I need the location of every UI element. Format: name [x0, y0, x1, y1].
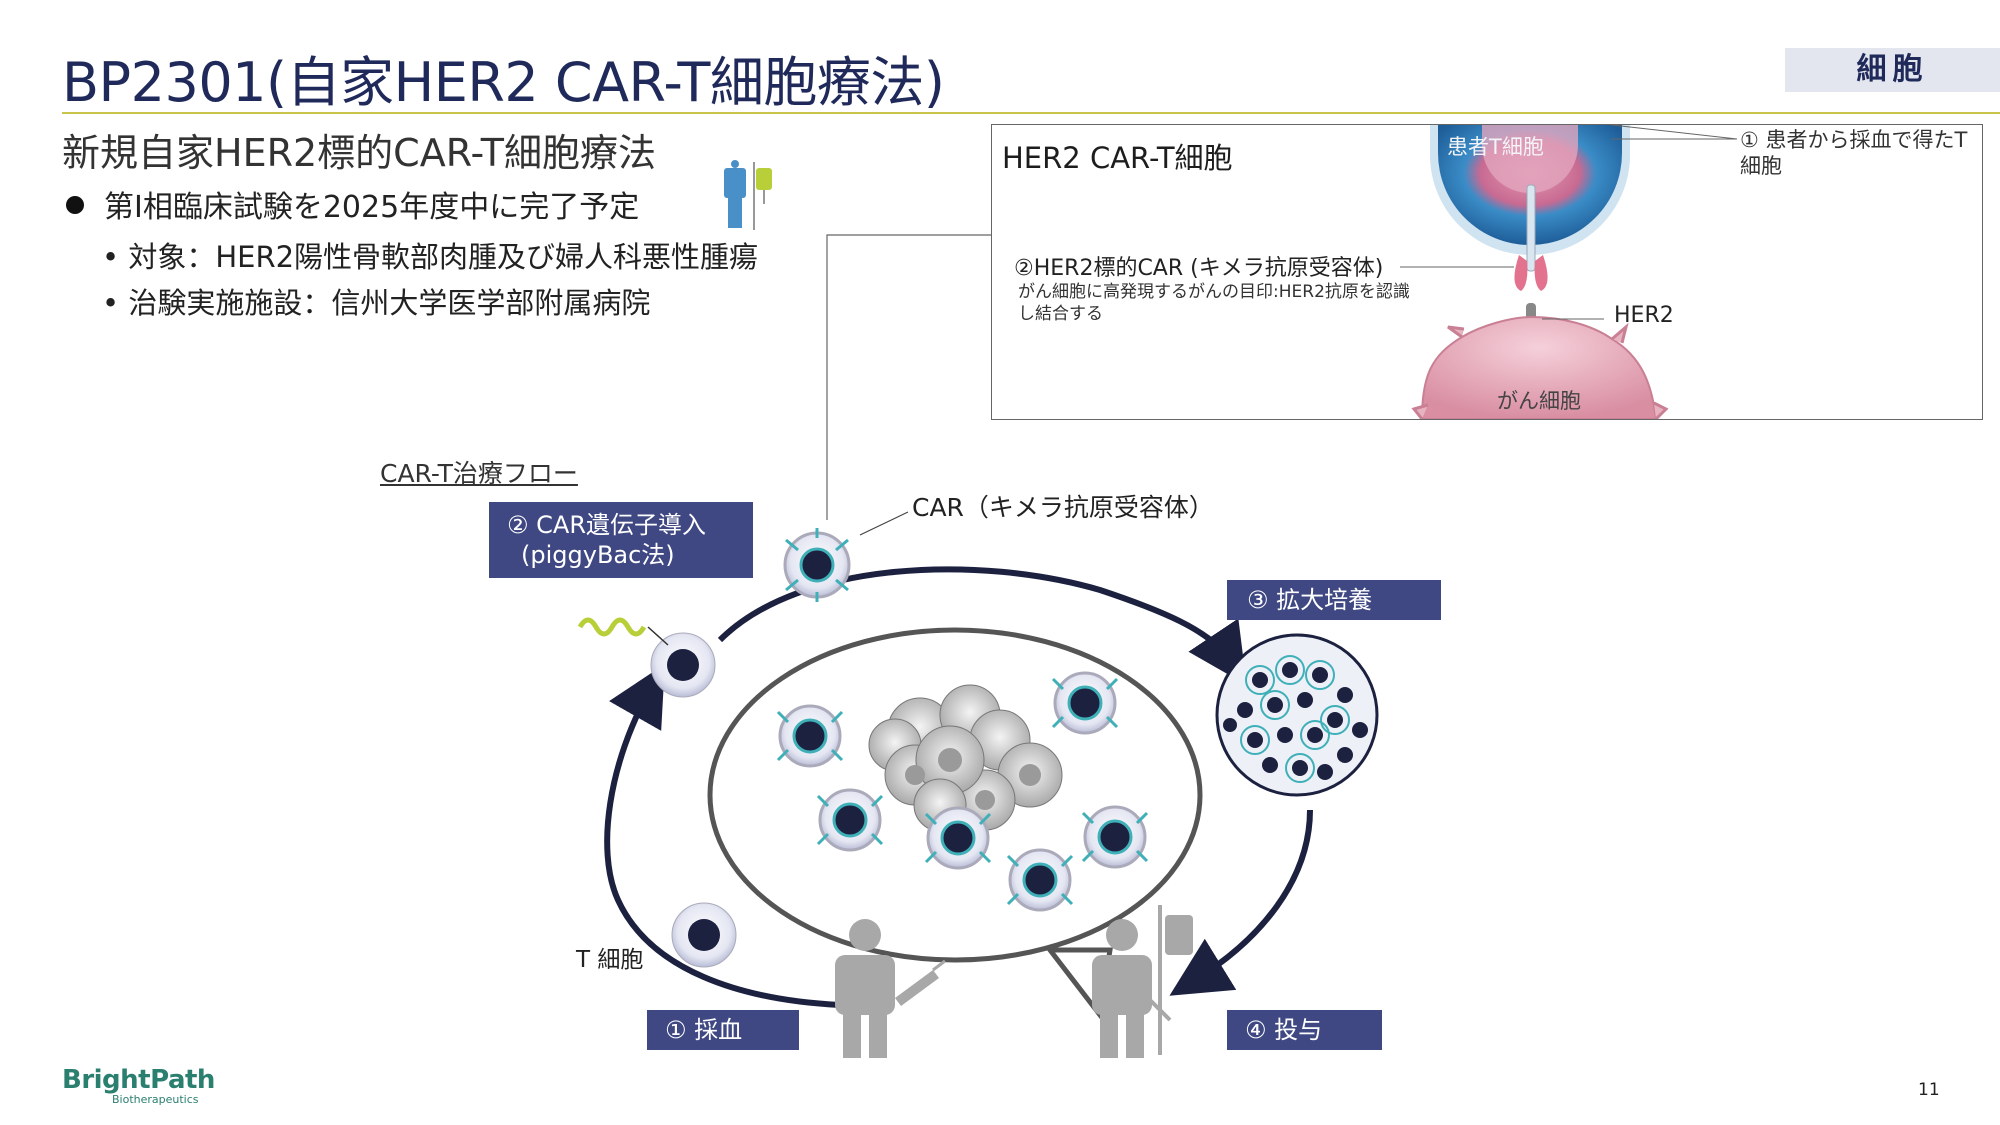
- page-number: 11: [1918, 1080, 1940, 1100]
- sub-bullet-target: • 対象：HER2陽性骨軟部肉腫及び婦人科悪性腫瘍: [102, 240, 759, 274]
- collection-note: ① 患者から採血で得たT細胞: [1740, 128, 1968, 178]
- expanded-culture-icon: [1215, 633, 1379, 797]
- gene-leader: [647, 626, 669, 646]
- car-label-leader: [859, 511, 909, 536]
- main-bullet-text: 第Ⅰ相臨床試験を2025年度中に完了予定: [104, 190, 640, 225]
- logo-name: BrightPath: [62, 1065, 215, 1095]
- t-cell-collected: [671, 902, 737, 968]
- sub-bullet-site: • 治験実施施設：信州大学医学部附属病院: [102, 286, 651, 320]
- her2-label: HER2: [1614, 303, 1674, 328]
- inset-title: HER2 CAR-T細胞: [1002, 141, 1233, 175]
- her2-car-description: がん細胞に高発現するがんの目印:HER2抗原を認識し結合する: [1018, 282, 1410, 324]
- t-cell-label: T 細胞: [576, 947, 644, 973]
- iv-drip-patient-icon: [724, 160, 772, 230]
- title-divider: [62, 112, 2000, 114]
- patient-infusion-icon: [1092, 905, 1193, 1058]
- t-cell-transduction: [650, 632, 716, 698]
- patient-tcell-label: 患者T細胞: [1447, 135, 1544, 159]
- flow-arrow-collect: [604, 663, 841, 1008]
- step-expansion: ③ 拡大培養: [1227, 580, 1441, 620]
- patient-blood-draw-icon: [835, 919, 946, 1058]
- logo-subtitle: Biotherapeutics: [112, 1093, 199, 1106]
- her2-car-heading: ②HER2標的CAR (キメラ抗原受容体): [1014, 256, 1384, 281]
- her2-cart-illustration: [1400, 125, 1738, 419]
- her2-cart-inset-panel: HER2 CAR-T細胞 患者T細胞 ① 患者から採血で得たT細胞 ②HER2標…: [991, 124, 1983, 420]
- category-tag: 細胞: [1785, 48, 2000, 92]
- subtitle: 新規自家HER2標的CAR-T細胞療法: [62, 131, 656, 175]
- flow-title: CAR-T治療フロー: [380, 459, 578, 488]
- step-blood-collection: ① 採血: [647, 1010, 799, 1050]
- step-gene-transfer-method: (piggyBac法): [521, 541, 675, 569]
- step-gene-transfer: ② CAR遺伝子導入 (piggyBac法): [489, 502, 753, 578]
- flow-arrow-infuse: [1169, 809, 1313, 996]
- page-title: BP2301(自家HER2 CAR-T細胞療法): [62, 51, 945, 114]
- flow-arrow-expand: [717, 566, 1247, 685]
- brightpath-logo: BrightPath Biotherapeutics: [62, 1065, 215, 1106]
- car-t-cell-top: [783, 528, 851, 602]
- car-label: CAR（キメラ抗原受容体）: [912, 493, 1214, 522]
- tumor-cluster: [868, 684, 1063, 832]
- car-t-cells-in-body: [776, 671, 1149, 912]
- inset-connector-line: [826, 234, 991, 520]
- step-gene-transfer-label: ② CAR遺伝子導入: [507, 511, 706, 539]
- bullet-dot-icon: [66, 196, 84, 214]
- step-administration: ④ 投与: [1227, 1010, 1382, 1050]
- gene-dna-icon: [577, 617, 647, 637]
- cancer-cell-label: がん細胞: [1497, 389, 1581, 413]
- main-bullet: 第Ⅰ相臨床試験を2025年度中に完了予定: [66, 182, 639, 226]
